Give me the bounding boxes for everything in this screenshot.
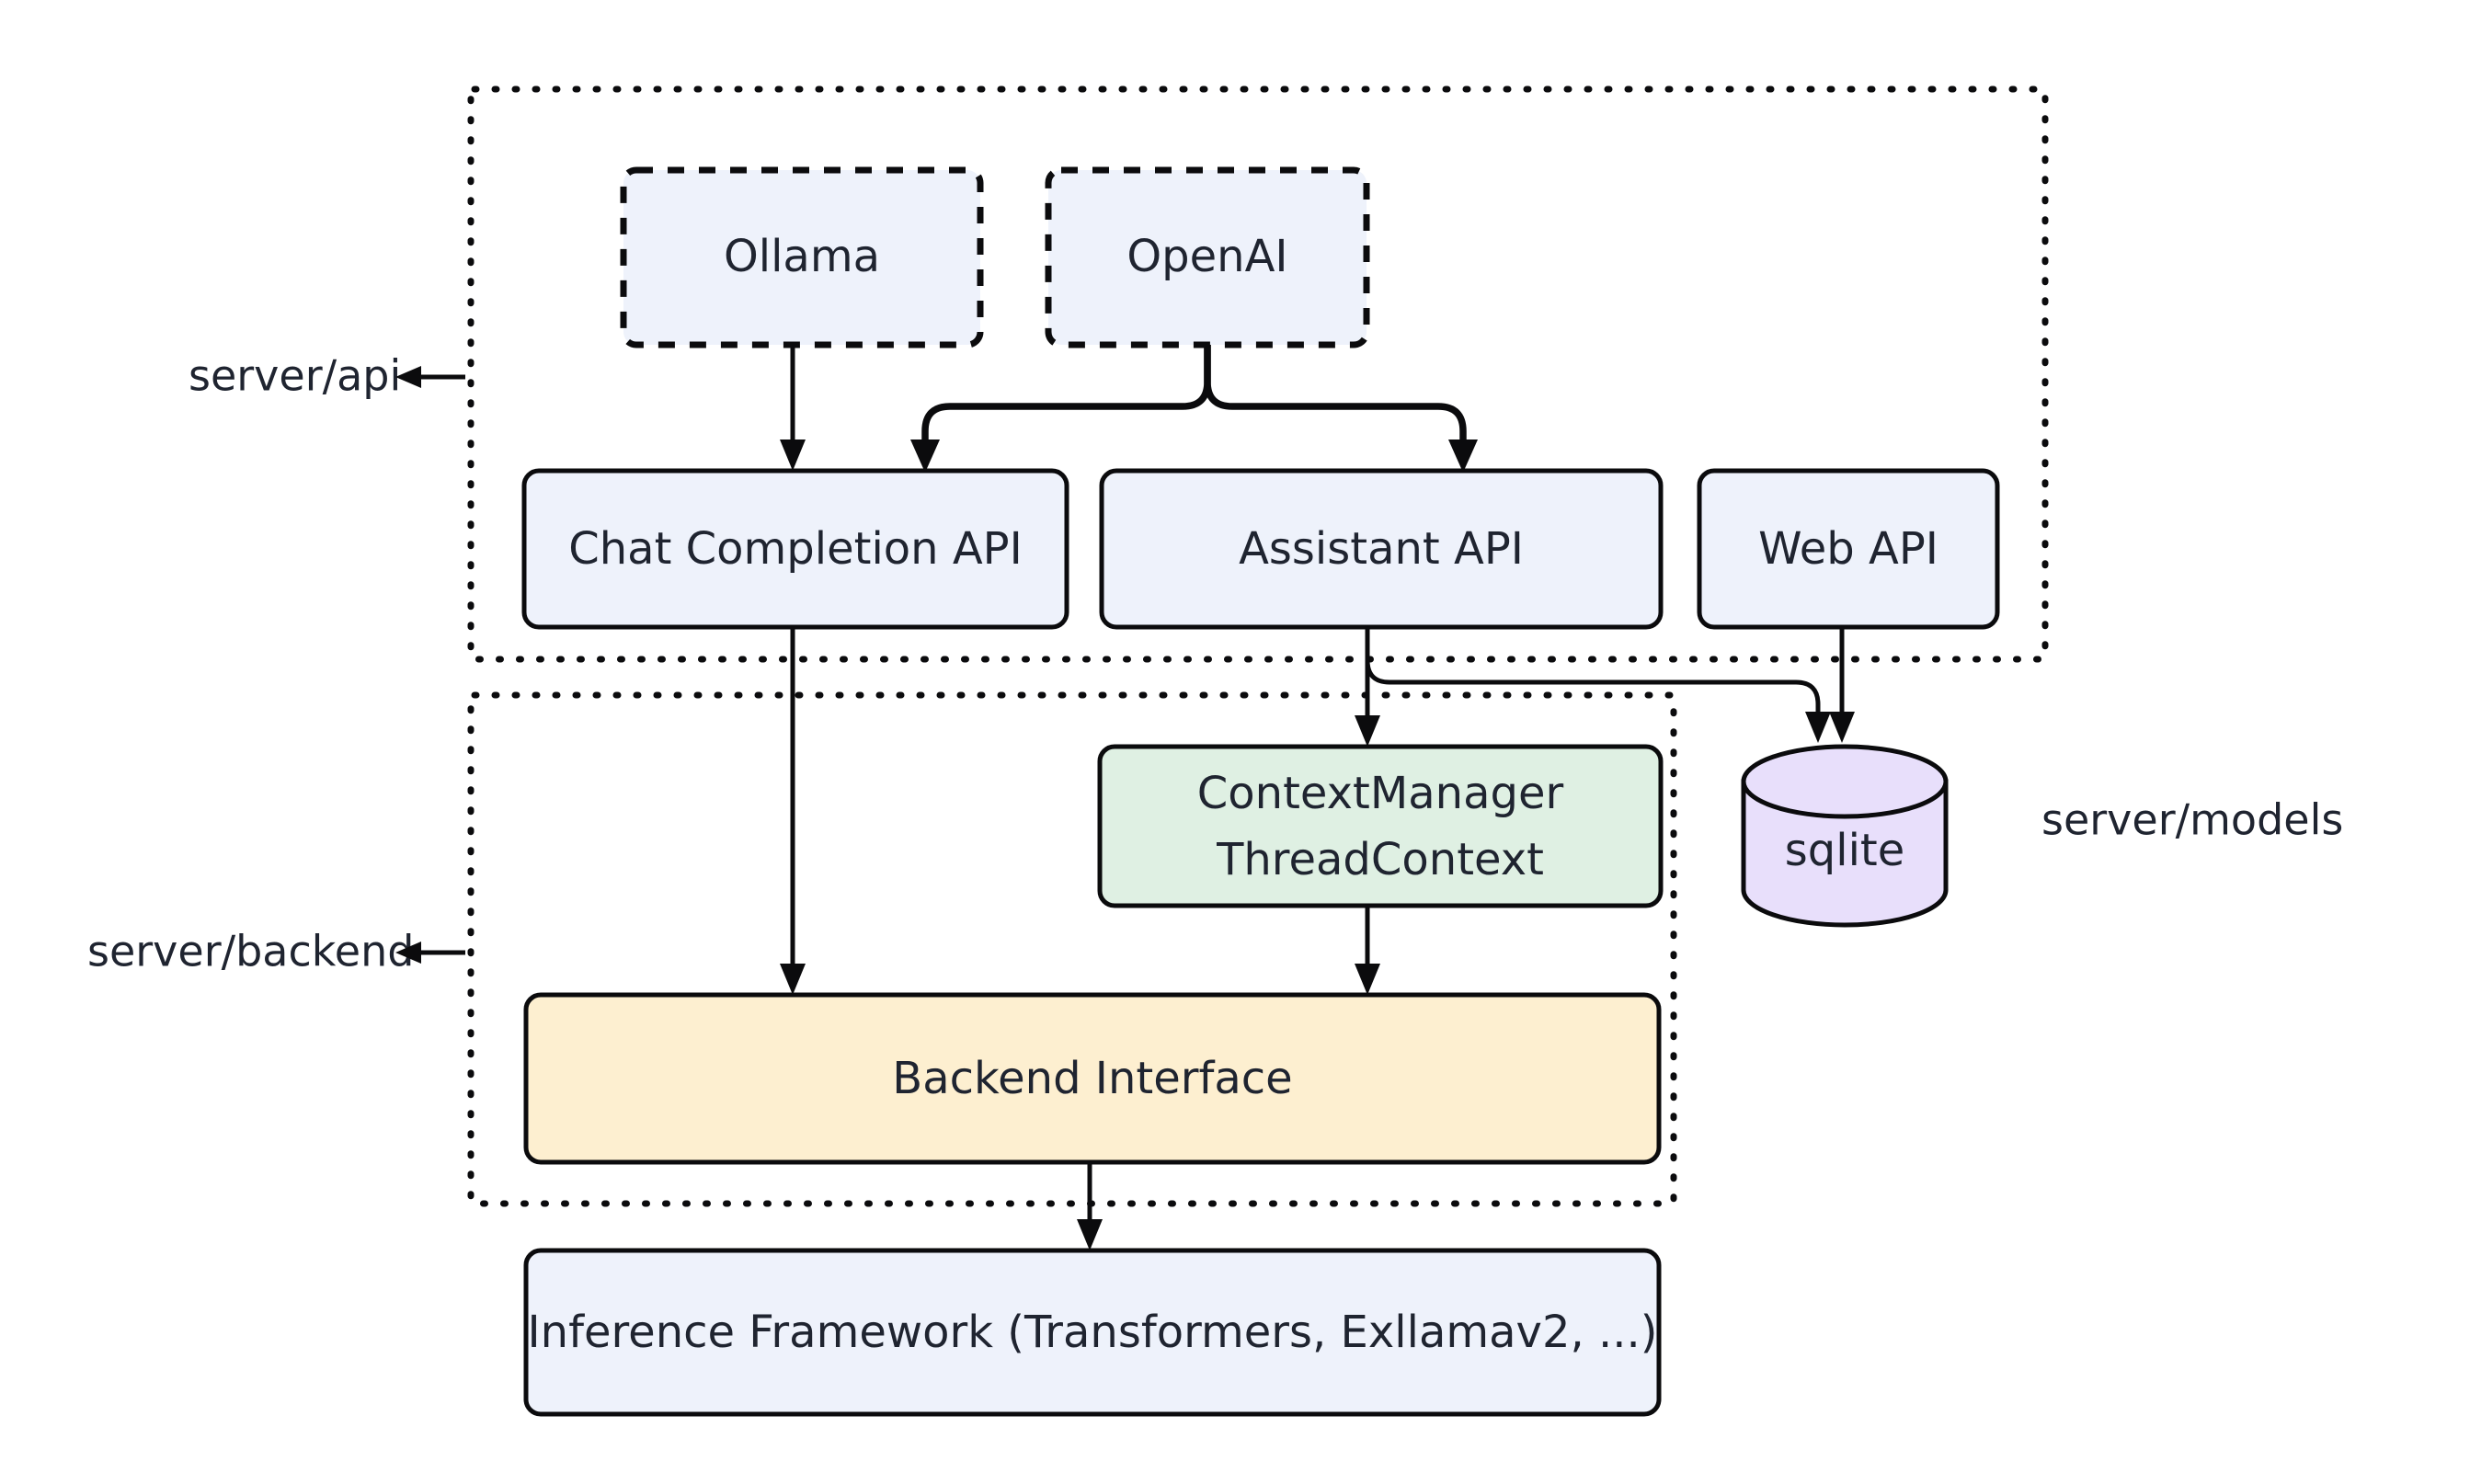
group-container-server-backend bbox=[467, 691, 1677, 1207]
edge-context-manager-to-backend-interface bbox=[1355, 906, 1380, 995]
node-ollama-shape[interactable] bbox=[620, 166, 984, 348]
group-label-server-models: server/models bbox=[2041, 795, 2343, 845]
group-label-server-api-group: server/api bbox=[189, 351, 465, 401]
node-chat-completion-api[interactable]: Chat Completion API bbox=[521, 468, 1069, 630]
group-label-server-api: server/api bbox=[189, 351, 401, 401]
node-assistant-api[interactable]: Assistant API bbox=[1099, 468, 1664, 630]
node-sqlite-top-ellipse bbox=[1741, 744, 1949, 819]
node-inference-framework[interactable]: Inference Framework (Transformers, Exlla… bbox=[523, 1248, 1662, 1417]
edge-openai-to-chat-completion-api bbox=[910, 341, 1211, 473]
node-ollama-label: Ollama bbox=[724, 231, 880, 282]
group-leader-arrowhead-server-api bbox=[395, 366, 421, 388]
node-openai-shape[interactable] bbox=[1045, 166, 1370, 348]
node-openai[interactable]: OpenAI bbox=[1045, 166, 1370, 348]
edge-chat-completion-api-to-backend-interface bbox=[780, 627, 806, 995]
node-sqlite[interactable]: sqlite bbox=[1741, 744, 1949, 928]
node-sqlite-body[interactable] bbox=[1741, 779, 1949, 928]
group-label-server-backend: server/backend bbox=[87, 927, 414, 976]
node-sqlite-label: sqlite bbox=[1785, 825, 1905, 876]
node-openai-label: OpenAI bbox=[1126, 231, 1287, 282]
node-web-api-shape[interactable] bbox=[1697, 468, 2000, 630]
node-assistant-api-label: Assistant API bbox=[1239, 523, 1524, 575]
node-chat-completion-api-label: Chat Completion API bbox=[568, 523, 1023, 575]
node-context-manager-label-line2: ThreadContext bbox=[1216, 834, 1544, 885]
node-backend-interface-shape[interactable] bbox=[523, 992, 1662, 1165]
node-inference-framework-shape[interactable] bbox=[523, 1248, 1662, 1417]
node-chat-completion-api-shape[interactable] bbox=[521, 468, 1069, 630]
node-backend-interface-label: Backend Interface bbox=[892, 1053, 1292, 1104]
node-assistant-api-shape[interactable] bbox=[1099, 468, 1664, 630]
node-context-manager-label-line1: ContextManager bbox=[1197, 768, 1564, 819]
edge-assistant-api-to-sqlite bbox=[1365, 627, 1831, 743]
node-inference-framework-label: Inference Framework (Transformers, Exlla… bbox=[527, 1307, 1657, 1358]
group-label-server-backend-group: server/backend bbox=[87, 927, 465, 976]
edge-openai-to-assistant-api bbox=[1204, 341, 1478, 473]
edge-ollama-to-chat-completion-api bbox=[780, 345, 806, 471]
node-context-manager-shape[interactable] bbox=[1097, 744, 1664, 908]
node-backend-interface[interactable]: Backend Interface bbox=[523, 992, 1662, 1165]
group-leader-arrowhead-server-backend bbox=[395, 942, 421, 964]
node-web-api[interactable]: Web API bbox=[1697, 468, 2000, 630]
node-web-api-label: Web API bbox=[1758, 523, 1938, 575]
edge-web-api-to-sqlite bbox=[1829, 627, 1855, 743]
node-context-manager[interactable]: ContextManager ThreadContext bbox=[1097, 744, 1664, 908]
edge-backend-interface-to-inference-framework bbox=[1077, 1162, 1103, 1250]
node-ollama[interactable]: Ollama bbox=[620, 166, 984, 348]
